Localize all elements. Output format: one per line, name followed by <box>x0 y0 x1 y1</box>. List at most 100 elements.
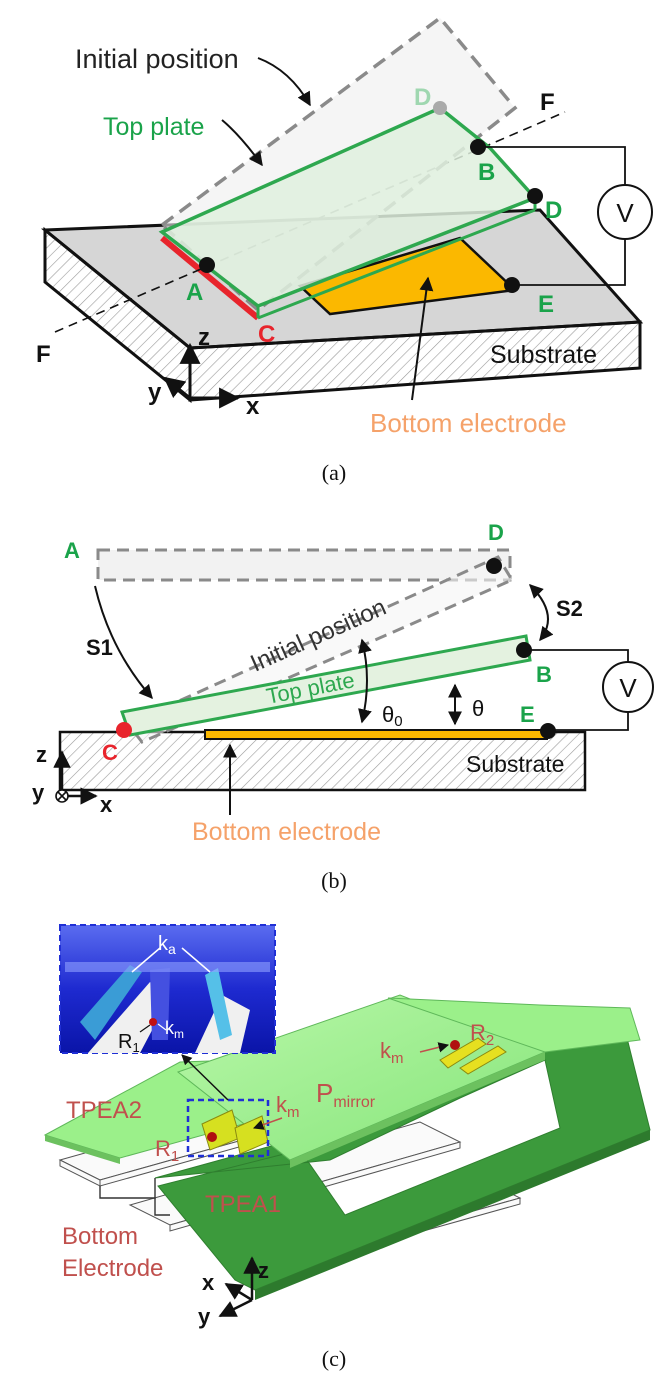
bottom-electrode-leader <box>411 276 434 401</box>
inset-r1-subscript: 1 <box>132 1040 139 1055</box>
point-c-label: C <box>258 321 275 348</box>
point-a-label: A <box>64 538 80 563</box>
inset-white-slot <box>88 982 168 1053</box>
bottom-electrode-label: Bottom electrode <box>192 818 381 846</box>
axis-z-label: z <box>198 324 210 351</box>
inset-km-subscript: m <box>174 1027 184 1041</box>
r2-dot <box>450 1040 460 1050</box>
inset-ka-subscript: a <box>168 941 176 957</box>
right-flap <box>387 997 641 1053</box>
bottom-electrode-label-line1: Bottom <box>62 1223 138 1250</box>
voltmeter-circle <box>597 184 653 240</box>
km-center-label: km <box>276 1092 300 1121</box>
axis-y-label: y <box>32 780 45 805</box>
point-a-label: A <box>186 279 203 306</box>
axis-y-label: y <box>148 379 162 406</box>
axis-x-label: x <box>202 1270 215 1295</box>
initial-position-leader <box>257 57 311 107</box>
circuit-wire <box>478 146 626 185</box>
mirror-plate-edge <box>290 1052 545 1168</box>
axis-x-arrow <box>224 1282 253 1302</box>
point-b-label: B <box>536 662 552 687</box>
point-d-initial-label: D <box>414 84 431 111</box>
s2-label: S2 <box>556 596 583 621</box>
inset-beam-left <box>80 965 142 1040</box>
inset-ka-leader <box>131 947 161 973</box>
hinge-edge <box>160 235 260 321</box>
point-d-initial-dot <box>433 101 447 115</box>
top-plate-label: Top plate <box>103 113 204 141</box>
point-d-dot <box>486 558 502 574</box>
s2-arrow <box>529 584 554 642</box>
p-mirror-label: Pmirror <box>316 1078 376 1111</box>
km-right-symbol: k <box>380 1038 392 1063</box>
point-c-dot <box>116 722 132 738</box>
r1-subscript: 1 <box>171 1148 179 1165</box>
point-e-dot <box>540 723 556 739</box>
axis-z-label: z <box>36 742 47 767</box>
inset-r1-dot <box>149 1018 157 1026</box>
axis-z-label: z <box>258 1258 269 1283</box>
panel-a: V Initial position Top plate D F B D E A… <box>36 15 653 485</box>
voltmeter-circle <box>602 661 654 713</box>
bottom-electrode-bracket <box>99 1178 156 1199</box>
substrate-label: Substrate <box>466 751 564 777</box>
axis-y-into-page-icon <box>55 789 69 803</box>
bottom-electrode-label: Bottom electrode <box>370 408 567 438</box>
axis-x-label: x <box>100 792 113 817</box>
r2-symbol: R <box>470 1020 486 1045</box>
circuit-wire-2 <box>548 712 629 731</box>
panel-b: V A D S1 S2 Initial position Top plate B… <box>32 520 654 893</box>
fea-inset: ka km R1 <box>59 924 276 1055</box>
km-right-subscript: m <box>391 1050 404 1067</box>
inset-ka-leader-2 <box>181 947 211 973</box>
point-d-label: D <box>545 197 562 224</box>
r2-label: R2 <box>470 1020 494 1049</box>
axis-y-arrow <box>163 376 191 400</box>
inset-ka-symbol: k <box>158 933 169 955</box>
tpea1-front-edge <box>255 1130 650 1300</box>
theta0-symbol: θ <box>382 702 394 727</box>
voltmeter-label: V <box>619 673 637 703</box>
fold-f-left-label: F <box>36 341 51 368</box>
r1-dot <box>207 1132 217 1142</box>
bottom-electrode-label-line2: Electrode <box>62 1255 163 1282</box>
theta0-arc <box>358 638 372 724</box>
km-center-leader <box>253 1117 283 1130</box>
inset-r1-label: R1 <box>118 1031 140 1055</box>
tpea2-edge <box>45 1135 120 1164</box>
point-c-label: C <box>102 740 118 765</box>
km-right-leader <box>419 1042 450 1053</box>
top-plate-leader <box>221 119 263 167</box>
top-plate-edge-3 <box>257 208 536 320</box>
point-e-label: E <box>538 291 554 318</box>
r2-subscript: 2 <box>486 1032 494 1049</box>
axis-y-label: y <box>198 1304 211 1329</box>
tpea2-label: TPEA2 <box>66 1097 142 1124</box>
inset-km-leader <box>157 1023 167 1031</box>
inset-highlight-bar <box>65 962 270 972</box>
inset-km-label: km <box>165 1018 184 1041</box>
voltmeter-label: V <box>616 198 634 228</box>
point-b-label: B <box>478 159 495 186</box>
initial-position-label: Initial position <box>75 44 239 74</box>
p-mirror-subscript: mirror <box>333 1094 375 1111</box>
km-right-label: km <box>380 1038 404 1067</box>
caption-c: (c) <box>322 1346 346 1371</box>
fold-f-right-label: F <box>540 89 555 116</box>
point-b-dot <box>516 642 532 658</box>
bottom-electrode-bracket-2 <box>154 1198 170 1216</box>
initial-position-plate <box>96 548 512 582</box>
axis-x-label: x <box>246 393 260 420</box>
caption-b: (b) <box>321 868 347 893</box>
circuit-wire-2 <box>512 240 626 286</box>
p-mirror-symbol: P <box>316 1078 333 1108</box>
inset-beam-right <box>205 968 232 1040</box>
point-b-dot <box>470 139 486 155</box>
point-d-dot <box>527 188 543 204</box>
spring-r2 <box>439 1037 507 1075</box>
inset-r1-symbol: R <box>118 1031 132 1053</box>
s1-arrow <box>94 585 153 700</box>
circuit-wire <box>525 649 629 662</box>
